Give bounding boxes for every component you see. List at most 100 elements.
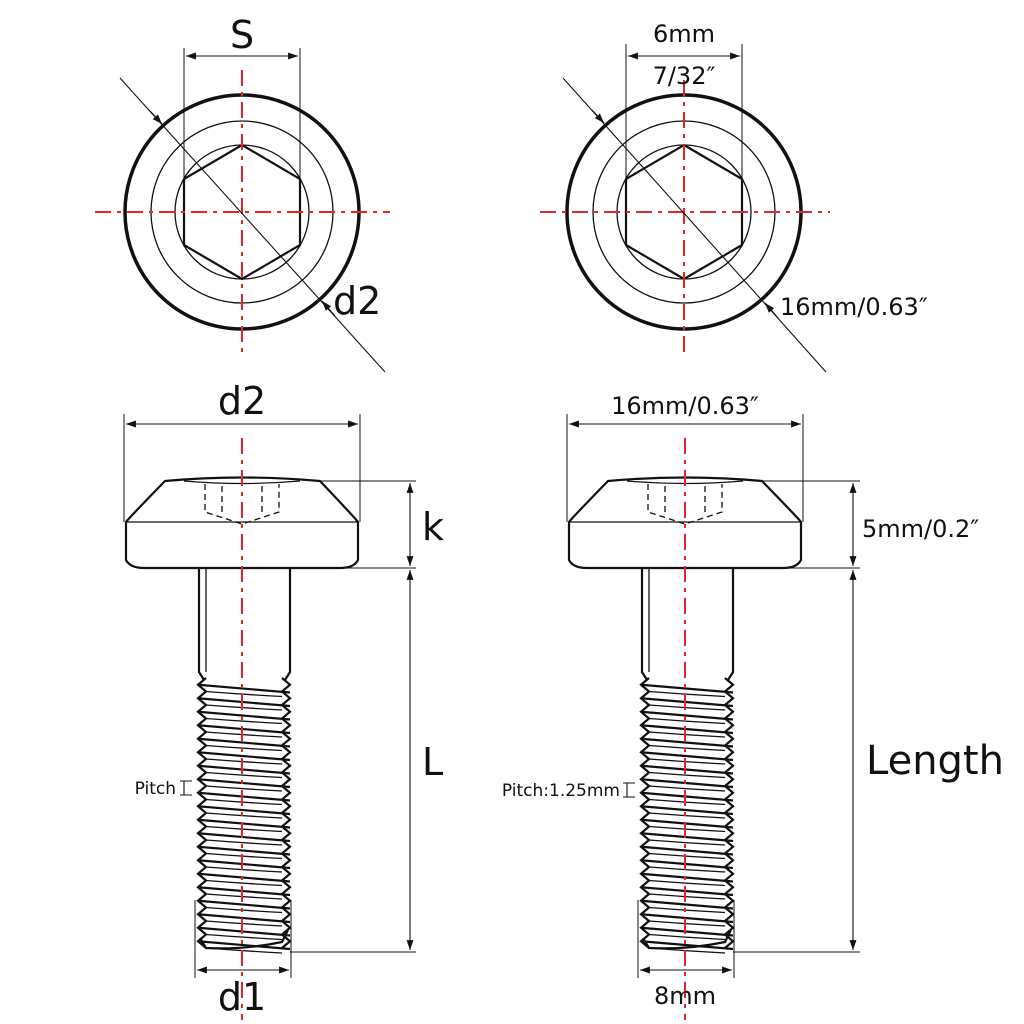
thread-root [648,744,726,752]
thread-crest [640,926,734,937]
thread-root [648,879,726,887]
thread-root [205,906,283,914]
thread-root [205,852,283,860]
thread-crest [640,710,734,721]
thread-crest [640,697,734,708]
thread-root [648,704,726,711]
thread-crest [197,683,291,694]
thread-crest [640,872,734,883]
thread-root [205,744,283,752]
thread-crest [197,886,291,897]
thread-crest [197,764,291,775]
right-pitch-label: Pitch:1.25mm [502,781,620,801]
left-d2-arrow-bottom [321,300,336,317]
thread-crest [640,940,734,951]
thread-crest [197,818,291,829]
thread-root [205,866,283,873]
left-l-label: L [422,740,443,784]
thread-root [648,758,726,765]
right-height-label: 5mm/0.2″ [862,515,979,543]
thread-root [648,690,726,698]
thread-crest [197,710,291,721]
thread-crest [197,697,291,708]
left-d2-side-label: d2 [218,379,266,423]
thread-crest [197,791,291,802]
thread-crest [640,683,734,694]
right-side-view: 16mm/0.63″ 5mm/0.2″ Length Pitch:1.25mm … [502,392,1004,1020]
left-pitch-label: Pitch [135,779,176,799]
right-shank [640,568,735,681]
left-s-label: S [230,13,254,57]
left-d2-diagonal-line [119,77,386,373]
thread-root [205,920,283,927]
thread-crest [197,926,291,937]
right-d1-label: 8mm [654,982,716,1010]
thread-crest [197,899,291,910]
right-hex-in-label: 7/32″ [653,62,716,90]
thread-root [205,785,283,792]
right-length-label: Length [866,738,1004,784]
thread-root [205,825,283,833]
thread-root [205,798,283,806]
thread-crest [197,724,291,735]
thread-root [205,690,283,698]
thread-tip [642,929,732,950]
right-thread [639,677,735,954]
thread-crest [197,751,291,762]
left-top-view: S d2 [95,13,390,373]
thread-root [205,771,283,779]
thread-edge-left [639,677,651,949]
right-width-label: 16mm/0.63″ [611,392,759,420]
thread-crest [640,899,734,910]
left-shank [197,568,292,681]
thread-crest [640,913,734,924]
left-side-view: d2 k L Pitch d1 [123,379,444,1020]
thread-root [648,852,726,860]
thread-root [205,704,283,711]
thread-root [648,893,726,900]
thread-crest [640,778,734,789]
thread-crest [197,913,291,924]
thread-root [205,717,283,725]
right-head-profile [567,476,803,570]
right-top-view: 6mm 7/32″ 16mm/0.63″ [540,20,928,373]
thread-crest [197,940,291,951]
thread-root [205,758,283,765]
right-d2-arrow-bottom [764,302,779,319]
left-d2-top-label: d2 [333,279,381,323]
thread-crest [197,832,291,843]
thread-crest [640,764,734,775]
thread-crest [197,778,291,789]
right-d2-arrow-top [591,109,605,124]
thread-root [648,839,726,846]
left-thread [196,677,292,954]
thread-root [205,812,283,819]
left-k-label: k [422,505,444,549]
thread-root [648,866,726,873]
left-d2-arrow-top [149,110,163,125]
thread-crest [197,805,291,816]
thread-crest [640,832,734,843]
thread-crest [640,886,734,897]
thread-crest [640,818,734,829]
thread-crest [640,724,734,735]
thread-crest [640,751,734,762]
left-d1-label: d1 [218,975,266,1019]
thread-root [648,731,726,738]
right-socket-hidden [647,484,723,525]
thread-root [648,717,726,725]
thread-root [205,933,283,941]
thread-crest [640,791,734,802]
left-head-profile [124,476,360,570]
thread-root [648,933,726,941]
right-d2-diagonal-line [562,77,827,373]
right-d2-top-label: 16mm/0.63″ [780,293,928,321]
thread-root [648,825,726,833]
thread-root [205,893,283,900]
thread-root [205,879,283,887]
thread-root [648,920,726,927]
thread-crest [197,859,291,870]
thread-root [648,771,726,779]
thread-root [648,906,726,914]
